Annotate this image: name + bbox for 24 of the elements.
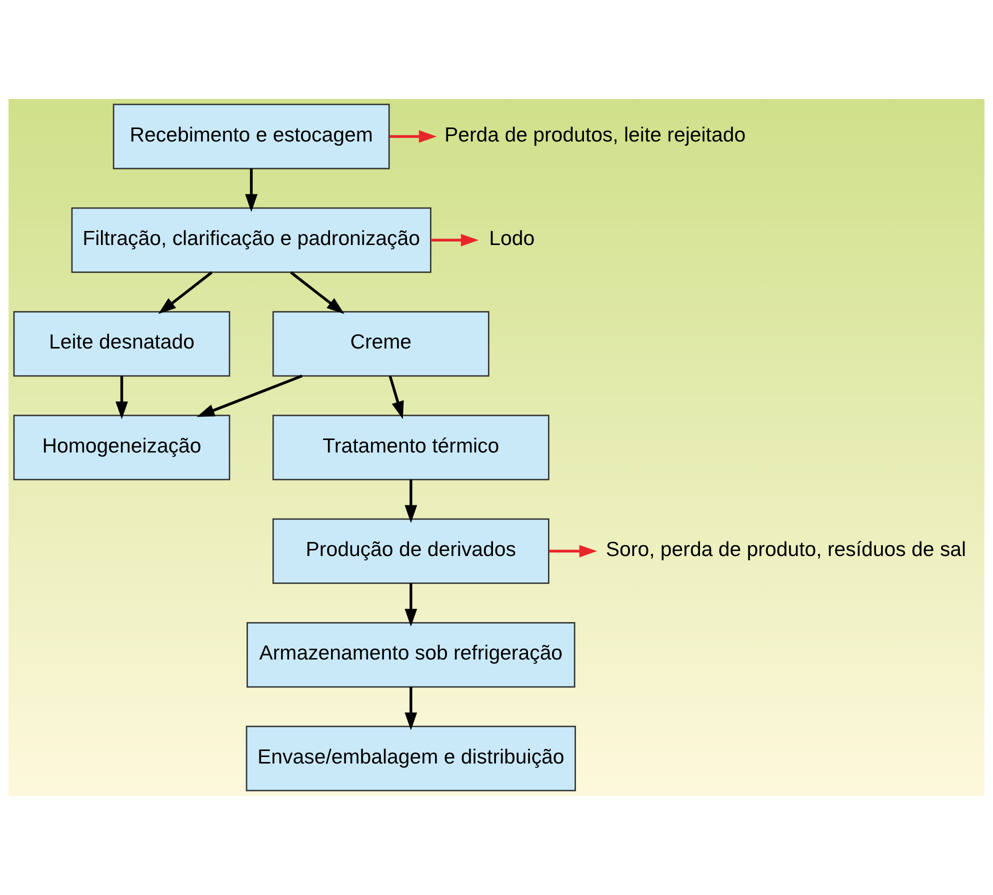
node-box: Envase/embalagem e distribuição <box>246 726 576 792</box>
arrow <box>290 271 344 314</box>
node-text: Soro, perda de produto, resíduos de sal <box>606 538 966 561</box>
arrow <box>116 376 128 420</box>
node-box: Homogeneização <box>13 414 230 480</box>
arrow <box>245 168 258 212</box>
arrow <box>196 374 303 417</box>
node-text: Lodo <box>489 226 535 250</box>
arrow <box>549 544 598 558</box>
node-box: Creme <box>272 311 490 377</box>
node-box: Leite desnatado <box>13 311 230 377</box>
arrow <box>388 376 404 420</box>
arrow <box>404 583 418 627</box>
arrow <box>404 687 418 730</box>
arrow <box>158 271 213 314</box>
node-box: Armazenamento sob refrigeração <box>246 622 576 688</box>
arrow <box>430 234 479 246</box>
node-box: Tratamento térmico <box>272 414 550 480</box>
node-text: Perda de produtos, leite rejeitado <box>444 123 746 146</box>
arrow <box>390 130 437 143</box>
node-box: Filtração, clarificação e padronização <box>71 207 432 273</box>
arrow <box>404 480 418 523</box>
node-box: Recebimento e estocagem <box>112 104 390 170</box>
node-box: Produção de derivados <box>272 518 550 584</box>
